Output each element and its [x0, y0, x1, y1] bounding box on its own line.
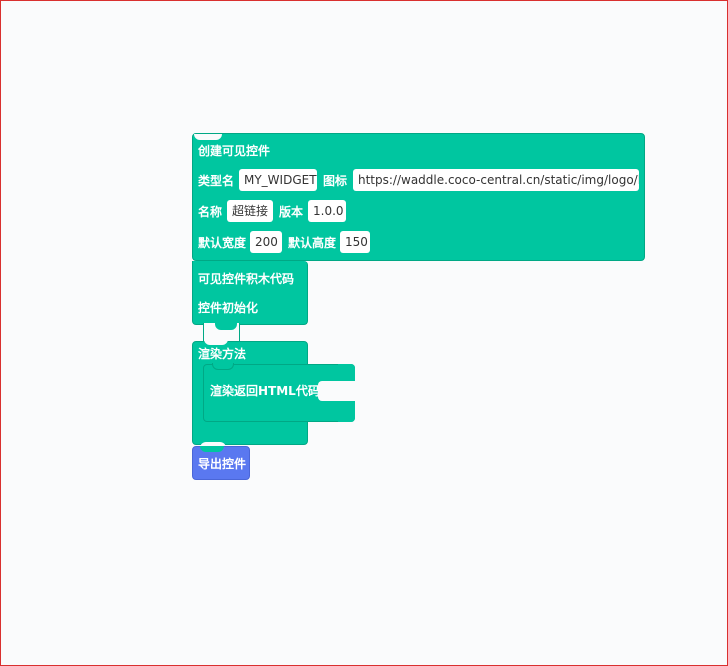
create-widget-title: 创建可见控件	[198, 144, 271, 158]
init-socket-notch	[215, 323, 237, 330]
render-method-inner-notch	[204, 338, 228, 345]
widget-code-title: 可见控件积木代码	[198, 272, 295, 286]
widget-code-block[interactable]	[192, 261, 308, 325]
icon-label: 图标	[323, 174, 348, 188]
type-name-field[interactable]: MY_WIDGET	[239, 169, 317, 191]
default-width-label: 默认宽度	[198, 236, 247, 250]
widget-init-label: 控件初始化	[198, 301, 259, 315]
version-label: 版本	[279, 205, 304, 219]
block-top-notch	[194, 134, 222, 140]
default-width-field[interactable]: 200	[250, 231, 282, 253]
name-label: 名称	[198, 205, 223, 219]
html-code-input-socket[interactable]	[318, 381, 355, 401]
version-field[interactable]: 1.0.0	[308, 200, 346, 222]
export-block-top-notch	[200, 446, 224, 452]
render-return-right-edge-lower	[338, 401, 355, 422]
export-widget-label: 导出控件	[198, 457, 247, 471]
render-return-top-notch	[212, 363, 234, 370]
name-field[interactable]: 超链接	[227, 200, 273, 222]
render-return-label: 渲染返回HTML代码	[210, 384, 320, 398]
icon-url-field[interactable]: https://waddle.coco-central.cn/static/im…	[353, 169, 639, 191]
render-return-right-edge	[338, 364, 355, 381]
type-name-label: 类型名	[198, 174, 235, 188]
default-height-label: 默认高度	[288, 236, 337, 250]
default-height-field[interactable]: 150	[340, 231, 370, 253]
render-block-bottom-notch	[200, 442, 226, 448]
render-method-title: 渲染方法	[198, 347, 247, 361]
